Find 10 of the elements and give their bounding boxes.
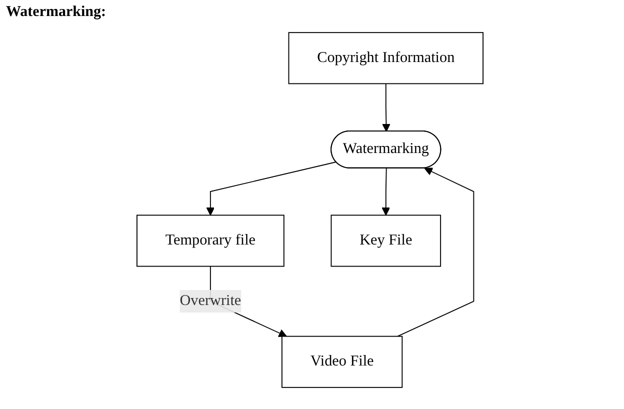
arrow: [206, 162, 337, 216]
node-box: Video File: [281, 336, 403, 388]
arrow: [397, 168, 474, 337]
arrow: [382, 168, 390, 216]
arrow: [382, 83, 390, 132]
edge-label: Overwrite: [180, 292, 242, 309]
node-box: Temporary file: [136, 214, 284, 267]
diagram-title: Watermarking:: [6, 4, 106, 21]
node-box: Key File: [330, 214, 442, 267]
node-box: Copyright Information: [288, 32, 484, 84]
